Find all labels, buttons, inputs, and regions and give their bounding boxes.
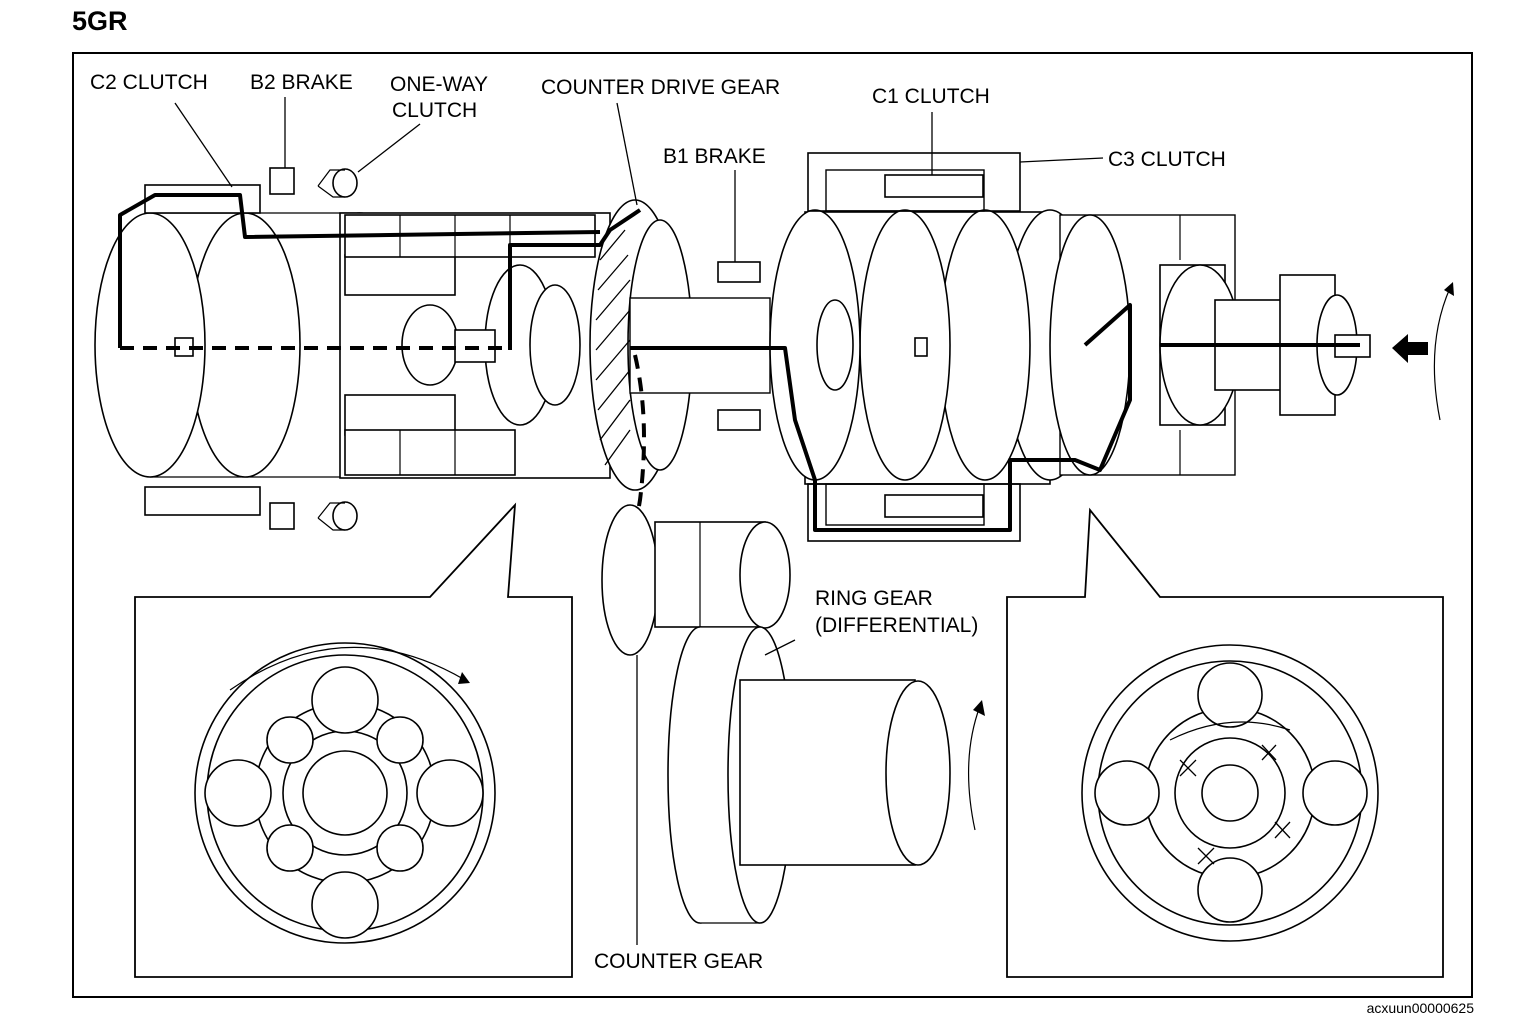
label-counter-gear: COUNTER GEAR bbox=[594, 950, 763, 973]
ring-gear bbox=[667, 626, 951, 924]
left-inset-callout bbox=[134, 502, 573, 978]
label-ring-gear-2: (DIFFERENTIAL) bbox=[815, 614, 978, 637]
counter-gear bbox=[601, 504, 791, 656]
rear-planetary-set bbox=[339, 212, 611, 479]
label-one-way-clutch-2: CLUTCH bbox=[392, 99, 477, 122]
diagram-frame bbox=[72, 52, 1473, 998]
power-flow-path bbox=[118, 193, 1360, 777]
leader-lines bbox=[174, 97, 1104, 945]
right-inset-callout bbox=[1006, 507, 1444, 978]
label-b2-brake: B2 BRAKE bbox=[250, 71, 353, 94]
input-rotation-icon bbox=[1433, 287, 1451, 421]
front-planetary-set bbox=[1049, 214, 1371, 476]
b1-brake-upper bbox=[717, 261, 761, 283]
label-one-way-clutch-1: ONE-WAY bbox=[390, 73, 488, 96]
label-counter-drive-gear: COUNTER DRIVE GEAR bbox=[541, 76, 780, 99]
b2-brake-symbol bbox=[269, 167, 295, 530]
intermediate-shaft bbox=[629, 297, 771, 394]
label-c1-clutch: C1 CLUTCH bbox=[872, 85, 990, 108]
c1-c3-clutch-pack bbox=[769, 152, 1096, 542]
image-code: acxuun00000625 bbox=[1366, 1000, 1474, 1016]
input-arrow-icon bbox=[1392, 334, 1428, 363]
label-c2-clutch: C2 CLUTCH bbox=[90, 71, 208, 94]
diagram-title: 5GR bbox=[72, 6, 128, 36]
label-ring-gear-1: RING GEAR bbox=[815, 587, 933, 610]
label-b1-brake: B1 BRAKE bbox=[663, 145, 766, 168]
label-c3-clutch: C3 CLUTCH bbox=[1108, 148, 1226, 171]
b1-brake-lower bbox=[717, 409, 761, 431]
one-way-clutch-symbol bbox=[317, 168, 358, 531]
